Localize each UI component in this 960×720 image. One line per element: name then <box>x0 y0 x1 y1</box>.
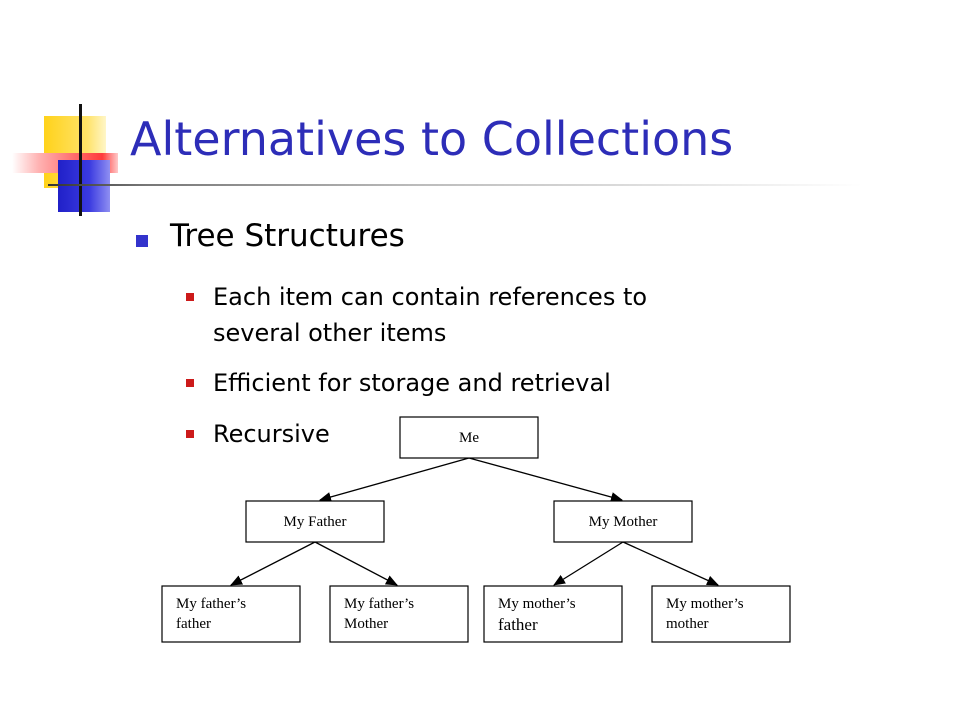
tree-node-root <box>399 416 539 459</box>
tree-node-mother-label: My Mother <box>589 514 658 530</box>
tree-node-maternal-grandfather <box>483 585 623 643</box>
tree-node-label-line1: My father’s <box>176 596 246 612</box>
tree-node-paternal-grandmother <box>329 585 469 643</box>
tree-node-label-line2: father <box>498 615 538 634</box>
tree-node-father-label: My Father <box>284 514 347 530</box>
tree-node-label-line2: Mother <box>344 616 388 632</box>
sub-bullet-text: Recursive <box>213 420 330 448</box>
tree-node-label-line1: My mother’s <box>498 596 576 612</box>
tree-node-father <box>245 500 385 543</box>
bullet-square-icon <box>136 235 148 247</box>
tree-node-label-line1: My father’s <box>344 596 414 612</box>
tree-node-maternal-grandmother <box>651 585 791 643</box>
tree-node-mother <box>553 500 693 543</box>
sub-bullet-square-icon <box>186 293 194 301</box>
edge-father-grandmother <box>314 541 398 586</box>
tree-node-root-label: Me <box>459 430 479 446</box>
tree-node-label-line1: My mother’s <box>666 596 744 612</box>
sub-bullet-text: Each item can contain references to <box>213 283 648 311</box>
decor-vertical-line <box>79 104 82 216</box>
sub-bullet-square-icon <box>186 430 194 438</box>
edge-me-mother <box>468 457 623 502</box>
title-underline <box>48 184 862 186</box>
tree-node-paternal-grandfather <box>161 585 301 643</box>
tree-node-label-line2: mother <box>666 616 709 632</box>
sub-bullet-square-icon <box>186 379 194 387</box>
edge-father-grandfather <box>230 541 316 586</box>
edge-mother-grandmother <box>622 541 719 586</box>
edge-mother-grandfather <box>553 541 624 586</box>
decor-blue-square <box>58 160 110 212</box>
bullet-tree-structures: Tree Structures <box>170 218 405 254</box>
edge-me-father <box>319 457 470 502</box>
sub-bullet-text-continued: several other items <box>213 319 447 347</box>
tree-node-label-line2: father <box>176 616 211 632</box>
sub-bullet-text: Efficient for storage and retrieval <box>213 369 611 397</box>
slide-title: Alternatives to Collections <box>130 112 734 166</box>
